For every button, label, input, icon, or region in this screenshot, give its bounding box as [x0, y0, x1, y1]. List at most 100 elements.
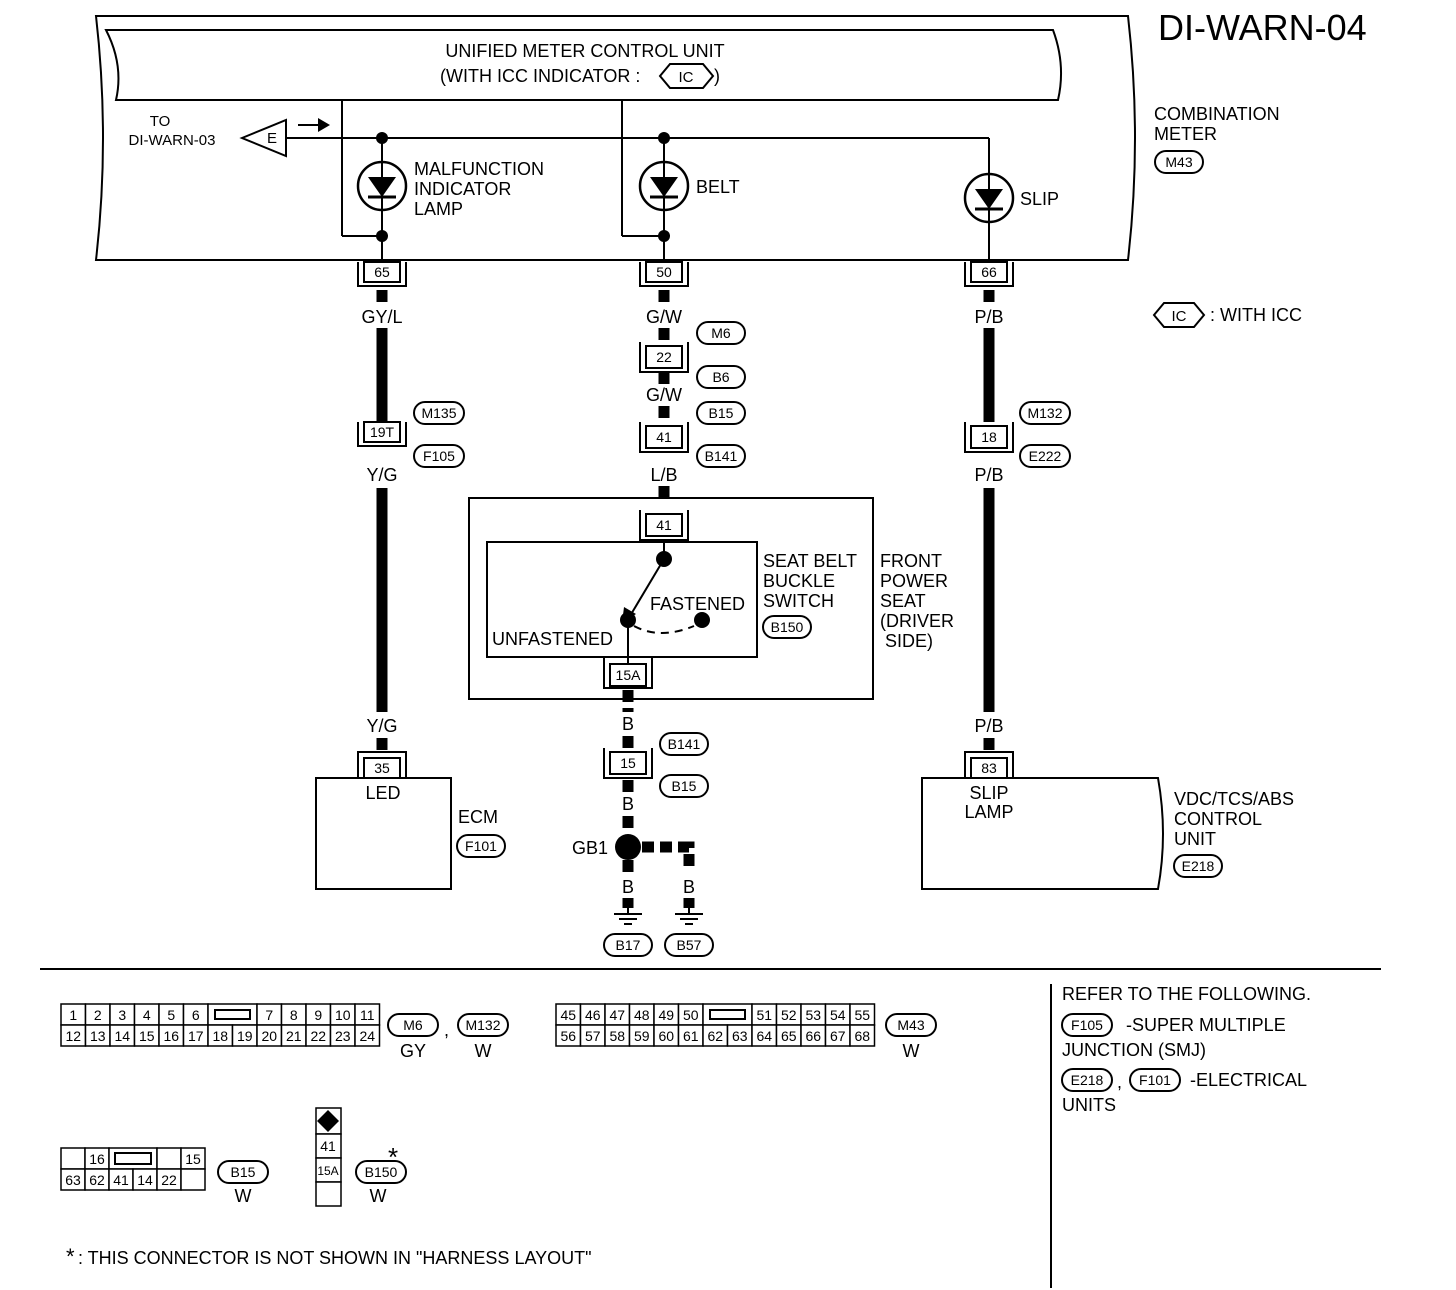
connector-pin-label: 9 — [314, 1007, 322, 1023]
connector-pin-label: 11 — [360, 1007, 375, 1023]
junction-dot — [658, 230, 670, 242]
connector-pin-label: 6 — [192, 1007, 200, 1023]
connector-pin-label: 52 — [781, 1007, 797, 1023]
m132-color-label: W — [475, 1041, 492, 1061]
connector-pin-label: 3 — [118, 1007, 126, 1023]
b6-connector-tag — [696, 365, 746, 389]
wire-color-label: B — [622, 794, 634, 814]
joint-15: 15 — [603, 748, 653, 779]
vdc-unit-label: CONTROL — [1174, 809, 1262, 829]
b150-cell: 41 — [320, 1138, 336, 1154]
connector-pin-label: 20 — [261, 1028, 277, 1044]
seat-belt-switch-box — [486, 541, 758, 658]
ic-indicator-tag — [658, 63, 715, 89]
e-connector-tag — [239, 118, 287, 158]
b150-face-tag-label: B150 — [365, 1164, 398, 1180]
seat-label: FRONT — [880, 551, 942, 571]
vdc-terminal-83: 83 — [964, 751, 1014, 779]
to-target-label: DI-WARN-03 — [129, 132, 216, 149]
junction-dot — [376, 132, 388, 144]
f105-refer-tag — [1061, 1013, 1113, 1037]
connector-pin-label: 16 — [163, 1028, 179, 1044]
connector-lock-icon — [114, 1152, 152, 1165]
f105-refer-text: JUNCTION (SMJ) — [1062, 1040, 1206, 1060]
joint-18: 18 — [964, 422, 1014, 453]
b150-face-tag — [355, 1160, 407, 1184]
m132-face-tag — [457, 1013, 509, 1037]
b141-connector-tag — [696, 444, 746, 468]
b150-connector-tag-label: B150 — [771, 619, 804, 635]
unified-meter-box — [104, 29, 1062, 101]
connector-pin-label: 45 — [560, 1007, 576, 1023]
unified-meter-subtitle: (WITH ICC INDICATOR : — [440, 66, 640, 86]
wire-color-label: GY/L — [361, 307, 402, 327]
ecm-name: ECM — [458, 807, 498, 827]
joint-41: 41 — [639, 422, 689, 453]
switch-name-label: SWITCH — [763, 591, 834, 611]
terminal-65-label: 65 — [374, 264, 390, 280]
connector-lock-icon — [709, 1009, 746, 1020]
unified-meter-title: UNIFIED METER CONTROL UNIT — [445, 41, 724, 61]
connector-pin-label: 13 — [90, 1028, 106, 1044]
m43-face-tag — [885, 1013, 937, 1037]
connector-pin-label: 7 — [265, 1007, 273, 1023]
m43-connector-tag — [1154, 150, 1204, 174]
joint-22: 22 — [639, 342, 689, 373]
wire-color-label: P/B — [974, 716, 1003, 736]
joint-22-label: 22 — [656, 349, 672, 365]
b6-connector-tag-label: B6 — [712, 369, 729, 385]
switch-terminal-41: 41 — [639, 510, 689, 541]
connector-pin-label: 48 — [634, 1007, 650, 1023]
f105-refer-text: -SUPER MULTIPLE — [1126, 1015, 1286, 1035]
connector-pin-label: 62 — [707, 1028, 723, 1044]
connector-cell — [180, 1168, 206, 1191]
m132-connector-tag-label: M132 — [1027, 405, 1062, 421]
connector-pin-label: 17 — [188, 1028, 204, 1044]
combination-meter-label: METER — [1154, 124, 1217, 144]
switch-travel-path — [633, 625, 695, 634]
legend-ic-text: : WITH ICC — [1210, 305, 1302, 325]
junction-dot — [376, 230, 388, 242]
wire-color-label: G/W — [646, 385, 682, 405]
signal-arrowhead-icon — [318, 118, 330, 132]
connector-pin-label: 63 — [65, 1172, 81, 1188]
f105-refer-tag-label: F105 — [1071, 1017, 1103, 1033]
belt-lamp-icon — [638, 160, 690, 212]
malfunction-lamp-icon — [356, 160, 408, 212]
malfunction-lamp-label: INDICATOR — [414, 179, 511, 199]
ground-icon — [674, 905, 704, 925]
e222-connector-tag — [1019, 444, 1071, 468]
m43-color-label: W — [903, 1041, 920, 1061]
legend-ic-tag-label: IC — [1172, 308, 1187, 325]
connector-pin-label: 64 — [756, 1028, 772, 1044]
b15-connector-tag-label: B15 — [709, 405, 734, 421]
connector-cell — [354, 1024, 381, 1047]
connector-pin-label: 47 — [609, 1007, 625, 1023]
switch-arm-icon — [629, 558, 665, 617]
footnote-star: * — [66, 1244, 75, 1269]
junction-dot — [658, 132, 670, 144]
ground-icon — [613, 905, 643, 925]
b17-connector-tag-label: B17 — [616, 937, 641, 953]
b141-lower-connector-tag — [659, 732, 709, 756]
connector-pin-label: 57 — [585, 1028, 601, 1044]
b150-star: * — [388, 1142, 398, 1172]
connector-pin-label: 21 — [286, 1028, 302, 1044]
f105-connector-tag — [413, 444, 465, 468]
connector-pin-label: 63 — [732, 1028, 748, 1044]
seat-label: (DRIVER — [880, 611, 954, 631]
b150-color-label: W — [370, 1186, 387, 1206]
connector-pin-label: 53 — [805, 1007, 821, 1023]
e-connector-tag-label: E — [267, 130, 277, 147]
e218-refer-tag — [1061, 1068, 1113, 1092]
refer-heading: REFER TO THE FOLLOWING. — [1062, 984, 1311, 1004]
b141-lower-connector-tag-label: B141 — [668, 736, 701, 752]
ecm-terminal-35-label: 35 — [374, 760, 390, 776]
b150-connector-face: 41 15A — [315, 1107, 342, 1207]
terminal-50: 50 — [639, 261, 689, 287]
switch-name-label: SEAT BELT — [763, 551, 857, 571]
terminal-66: 66 — [964, 261, 1014, 287]
wire-color-label: B — [683, 877, 695, 897]
wire-color-label: L/B — [650, 465, 677, 485]
